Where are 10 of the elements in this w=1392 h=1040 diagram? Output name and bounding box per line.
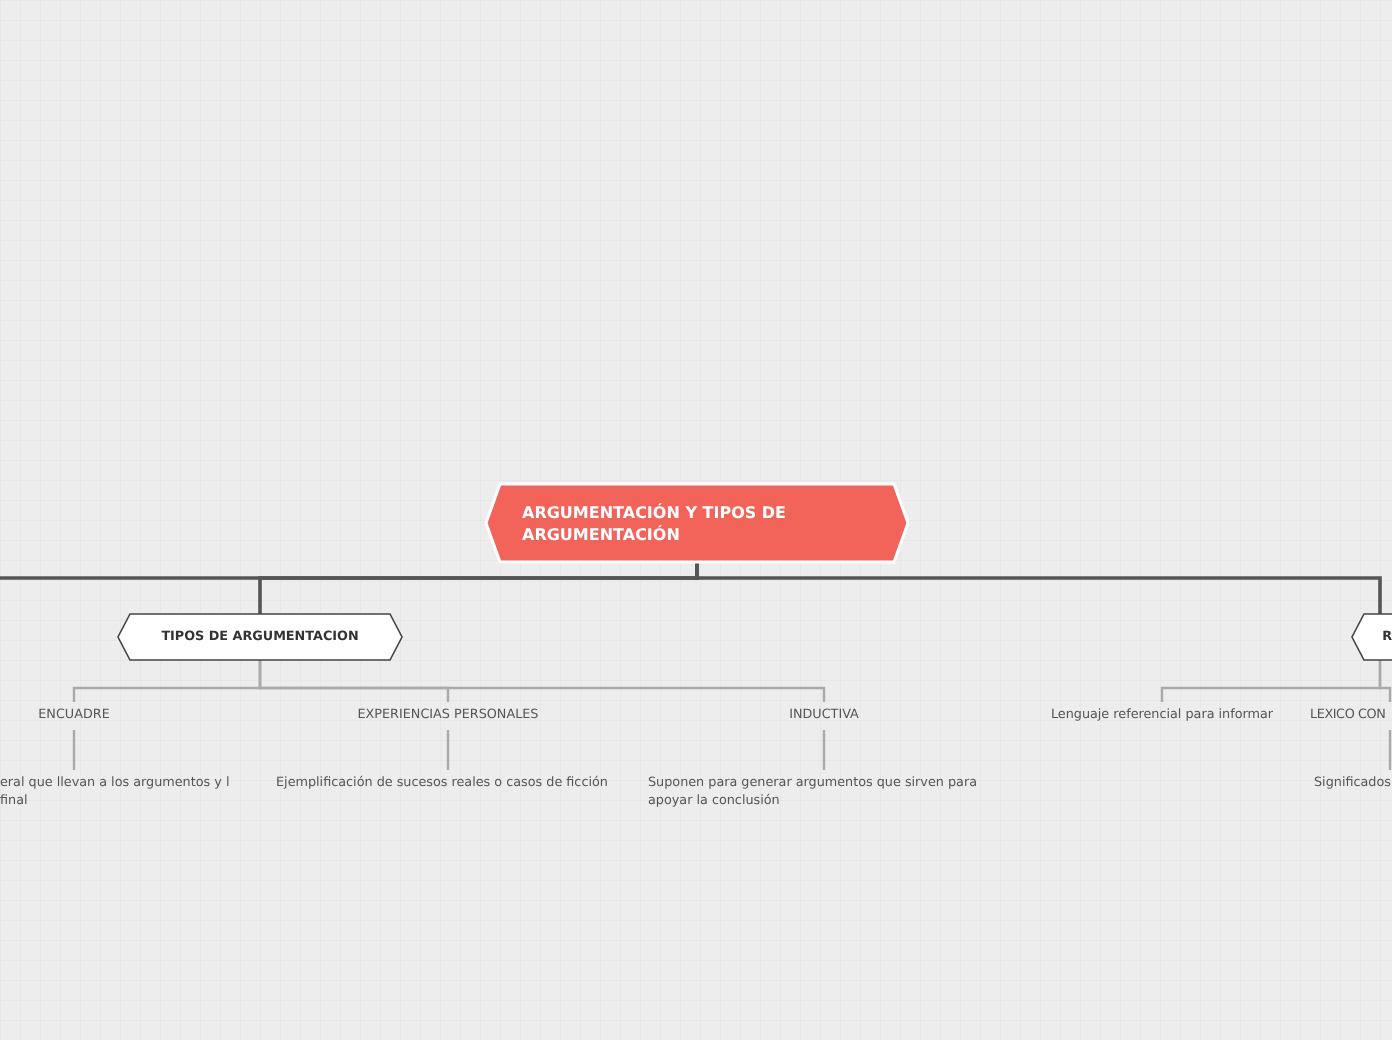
connector-line bbox=[258, 660, 826, 702]
connector-line bbox=[1388, 730, 1392, 770]
connector-line bbox=[695, 562, 1382, 614]
topic-hexagon bbox=[118, 614, 402, 660]
connector-line bbox=[72, 730, 76, 770]
connector-line bbox=[446, 730, 450, 770]
connector-line bbox=[822, 730, 826, 770]
central-topic-hexagon bbox=[486, 484, 908, 562]
topic-title: ARGUMENTACIÓN Y TIPOS DE ARGUMENTACIÓN bbox=[520, 501, 789, 545]
connector-line bbox=[1378, 660, 1392, 702]
